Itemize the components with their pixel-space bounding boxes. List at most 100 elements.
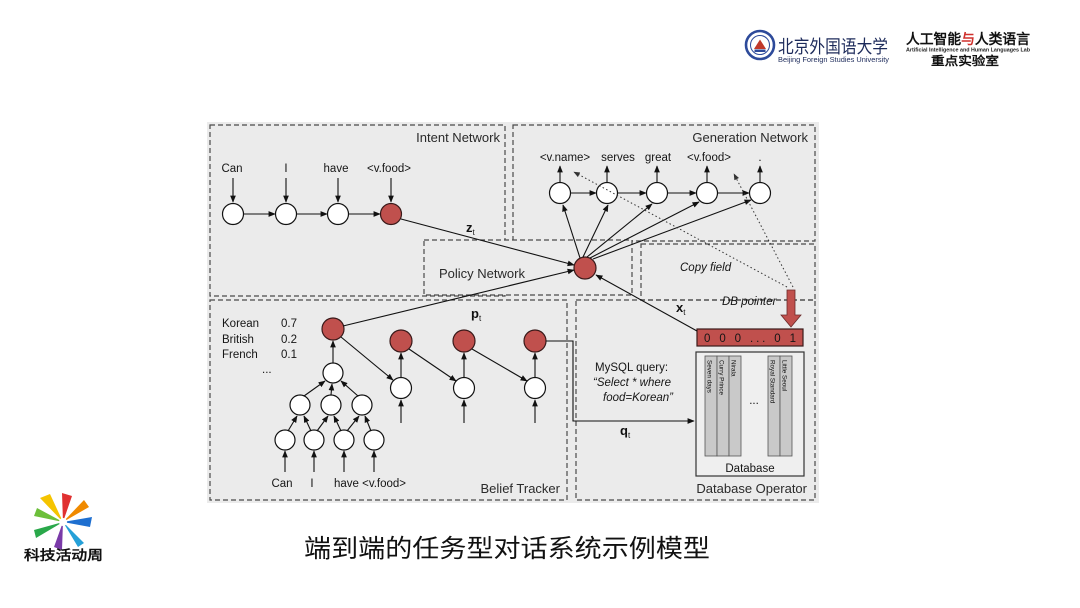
dialogue-system-diagram: Intent Network Generation Network Policy… (207, 122, 819, 503)
policy-to-generator-arrow (562, 204, 581, 259)
generation-network-box (512, 124, 816, 242)
generated-word: . (758, 152, 761, 164)
p-label: pt (471, 306, 482, 323)
rnn-node (523, 376, 547, 400)
database-entry: Royal Standard (769, 360, 776, 404)
slot-value-label: British (222, 334, 254, 346)
lab-title-part2: 人类语言 (975, 31, 1030, 48)
slot-value-more: ... (262, 364, 272, 376)
intent-output-node (379, 202, 403, 226)
rnn-node (326, 202, 350, 226)
lab-title: 人工智能与人类语言 (906, 31, 1030, 48)
conv-arrow (316, 415, 329, 432)
university-name-cn: 北京外国语大学 (778, 37, 888, 58)
slot-value-probability: 0.2 (281, 334, 297, 346)
cnn-node (320, 394, 342, 416)
policy-to-generator-arrow (582, 204, 609, 258)
tracker-input-word: Can (271, 478, 292, 490)
university-name-en: Beijing Foreign Studies University (778, 57, 890, 64)
policy-to-generator-arrow (589, 201, 700, 259)
starburst-logo-icon (34, 493, 92, 550)
copy-field-label: Copy field (680, 262, 732, 274)
belief-tracker-title: Belief Tracker (481, 481, 561, 496)
cnn-node (322, 362, 344, 384)
p-arrow (342, 268, 575, 327)
intent-word: have (324, 163, 349, 175)
slot-value-probability: 0.1 (281, 349, 297, 361)
generated-word: <v.name> (540, 152, 591, 164)
conv-arrow (303, 415, 312, 432)
lab-title-joiner: 与 (961, 32, 975, 48)
copy-pointer-dotted-arrow (733, 173, 794, 288)
policy-to-generator-arrow (592, 199, 752, 260)
database-entry: Curry Prince (718, 360, 725, 395)
belief-tracker-box (209, 299, 568, 501)
x-arrow (595, 274, 698, 332)
copy-pointer-dotted-arrow (573, 171, 788, 288)
query-line: “Select * where (593, 377, 671, 389)
cnn-node (363, 429, 385, 451)
university-seal-icon (744, 29, 776, 61)
footer-logo-text: 科技活动周 (24, 547, 103, 564)
q-label: qt (620, 423, 631, 440)
db-pointer-down-arrow-icon (780, 289, 802, 328)
belief-state-node (389, 329, 413, 353)
intent-network: Can I have <v.food> zt (221, 163, 575, 267)
footer-logo: 科技活动周 (24, 493, 103, 564)
belief-state-node (452, 329, 476, 353)
database-operator: MySQL query: “Select * where food=Korean… (593, 351, 805, 477)
recurrent-arrow (340, 336, 394, 381)
db-pointer-vector (696, 328, 804, 347)
lab-title-part1: 人工智能 (906, 31, 961, 48)
rnn-node (452, 376, 476, 400)
lab-name-en: Artificial Intelligence and Human Langua… (906, 48, 1030, 54)
rnn-node (645, 181, 669, 205)
conv-arrow (346, 415, 360, 432)
generated-word: serves (601, 152, 635, 164)
recurrent-arrow (471, 348, 528, 382)
conv-arrow (333, 415, 342, 432)
cnn-node (274, 429, 296, 451)
generated-word: <v.food> (687, 152, 731, 164)
slide-caption: 端到端的任务型对话系统示例模型 (304, 534, 710, 563)
database-column (779, 355, 793, 457)
generated-word: great (645, 152, 672, 164)
database-entry: Nirala (730, 360, 737, 377)
slot-value-label: Korean (222, 318, 259, 330)
belief-state-node (523, 329, 547, 353)
conv-arrow (303, 380, 326, 397)
conv-arrow (340, 380, 359, 397)
database-column (728, 355, 742, 457)
intent-network-title: Intent Network (416, 130, 500, 145)
belief-tracker: Korean 0.7 British 0.2 French 0.1 ... pt (222, 268, 695, 490)
q-arrow (546, 340, 695, 424)
generation-network: <v.name> serves great <v.food> . (540, 152, 794, 288)
conv-arrow (328, 383, 335, 396)
slot-value-probability: 0.7 (281, 318, 297, 330)
cnn-node (351, 394, 373, 416)
database-operator-box (575, 299, 816, 501)
rnn-node (695, 181, 719, 205)
rnn-node (748, 181, 772, 205)
intent-word: <v.food> (367, 163, 411, 175)
university-logo: 北京外国语大学 Beijing Foreign Studies Universi… (744, 29, 890, 64)
conv-arrow (364, 415, 372, 432)
tracker-input-word: I (310, 478, 313, 490)
query-title: MySQL query: (595, 362, 668, 374)
z-label: zt (466, 220, 476, 237)
generation-network-title: Generation Network (692, 130, 808, 145)
policy-to-generator-arrow (586, 203, 653, 258)
slot-value-label: French (222, 349, 258, 361)
rnn-node (389, 376, 413, 400)
recurrent-arrow (408, 348, 457, 382)
intent-word: I (284, 163, 287, 175)
cnn-node (303, 429, 325, 451)
database-entry: Seven days (706, 360, 713, 393)
intent-network-box (209, 124, 506, 297)
rnn-node (221, 202, 245, 226)
belief-state-node (321, 317, 345, 341)
cnn-node (289, 394, 311, 416)
z-arrow (400, 218, 575, 267)
